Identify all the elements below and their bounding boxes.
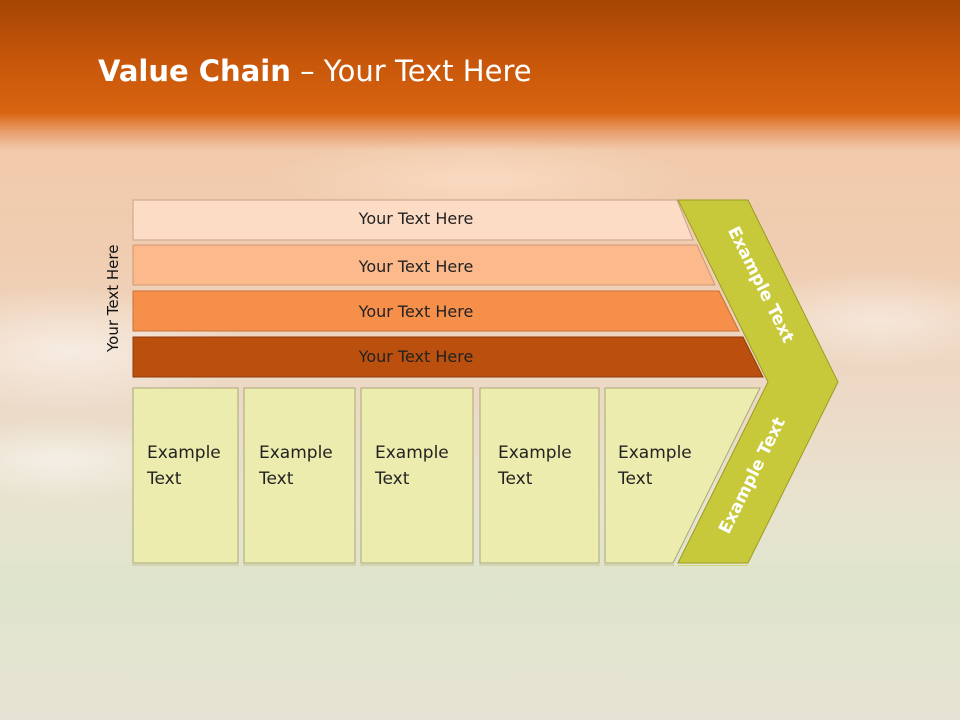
reflection-text-2a: Example <box>259 665 333 685</box>
cell-5[interactable]: Example Text <box>604 387 761 564</box>
reflection-cell-2 <box>243 564 356 720</box>
reflection-text-1a: Example <box>147 665 221 685</box>
cell-3-line1: Example <box>375 443 449 463</box>
cell-1[interactable]: Example Text <box>132 387 239 564</box>
reflection-text-5a: Example <box>618 665 692 685</box>
cell-3-line2: Text <box>374 469 410 489</box>
band-2[interactable] <box>132 244 716 286</box>
reflection-cell-4 <box>479 564 600 720</box>
cell-4-line2: Text <box>497 469 533 489</box>
cell-3[interactable]: Example Text <box>360 387 474 564</box>
band-1-label: Your Text Here <box>358 209 474 228</box>
reflection-cell-1 <box>132 564 239 720</box>
band-3[interactable] <box>132 290 740 332</box>
chevron-arrow[interactable] <box>677 199 839 564</box>
cell-3-box <box>360 387 474 564</box>
reflection-text-3b: Text <box>374 639 410 659</box>
cell-4-box <box>479 387 600 564</box>
reflection-text-3a: Example <box>375 665 449 685</box>
reflection: Example Text Example Text Example Text E… <box>132 564 826 720</box>
cell-2-line1: Example <box>259 443 333 463</box>
band-1[interactable] <box>132 199 694 241</box>
title-bar <box>0 0 960 150</box>
reflection-cell-5 <box>604 564 751 720</box>
band-3-label: Your Text Here <box>358 302 474 321</box>
reflection-cell-3 <box>360 564 474 720</box>
cell-1-line2: Text <box>146 469 182 489</box>
cell-2-box <box>243 387 356 564</box>
slide-title-rest: – Your Text Here <box>290 54 532 88</box>
reflection-text-1b: Text <box>146 639 182 659</box>
reflection-text-4a: Example <box>498 665 572 685</box>
reflection-arrow <box>678 565 826 720</box>
cell-4[interactable]: Example Text <box>479 387 600 564</box>
slide-title-bold: Value Chain <box>98 54 291 88</box>
cell-1-box <box>132 387 239 564</box>
cell-1-line1: Example <box>147 443 221 463</box>
cell-5-line2: Text <box>617 469 653 489</box>
cell-2-line2: Text <box>258 469 294 489</box>
cell-5-line1: Example <box>618 443 692 463</box>
reflection-text-5b: Text <box>617 639 653 659</box>
cell-4-line1: Example <box>498 443 572 463</box>
band-4-label: Your Text Here <box>358 347 474 366</box>
band-2-label: Your Text Here <box>358 257 474 276</box>
cell-2[interactable]: Example Text <box>243 387 356 564</box>
cell-5-box <box>604 387 761 564</box>
reflection-text-2b: Text <box>258 639 294 659</box>
reflection-text-4b: Text <box>497 639 533 659</box>
band-4[interactable] <box>132 336 764 378</box>
slide-title: Value Chain – Your Text Here <box>98 54 532 88</box>
